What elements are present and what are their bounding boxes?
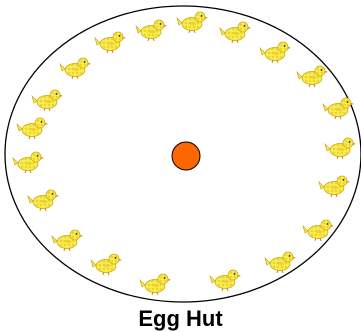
chick-icon <box>297 66 328 87</box>
chick-icon <box>52 230 83 251</box>
chick-icon <box>265 252 296 273</box>
chick-icon <box>220 22 251 43</box>
chick-icon <box>319 176 350 197</box>
chick-icon <box>136 20 167 41</box>
chick-icon <box>325 138 356 159</box>
chick-icon <box>32 90 63 111</box>
chick-icon <box>28 190 59 211</box>
chick-icon <box>17 118 48 139</box>
chick-icon <box>177 12 208 33</box>
diagram-caption: Egg Hut <box>0 306 361 332</box>
chick-icon <box>60 58 91 79</box>
chick-icon <box>260 42 291 63</box>
chick-icon <box>91 254 122 275</box>
chick-icon <box>210 270 241 291</box>
chick-icon <box>323 98 354 119</box>
chick-icon <box>95 32 126 53</box>
chick-icon <box>140 274 171 295</box>
center-egg-icon <box>172 142 200 170</box>
chick-icon <box>13 152 44 173</box>
